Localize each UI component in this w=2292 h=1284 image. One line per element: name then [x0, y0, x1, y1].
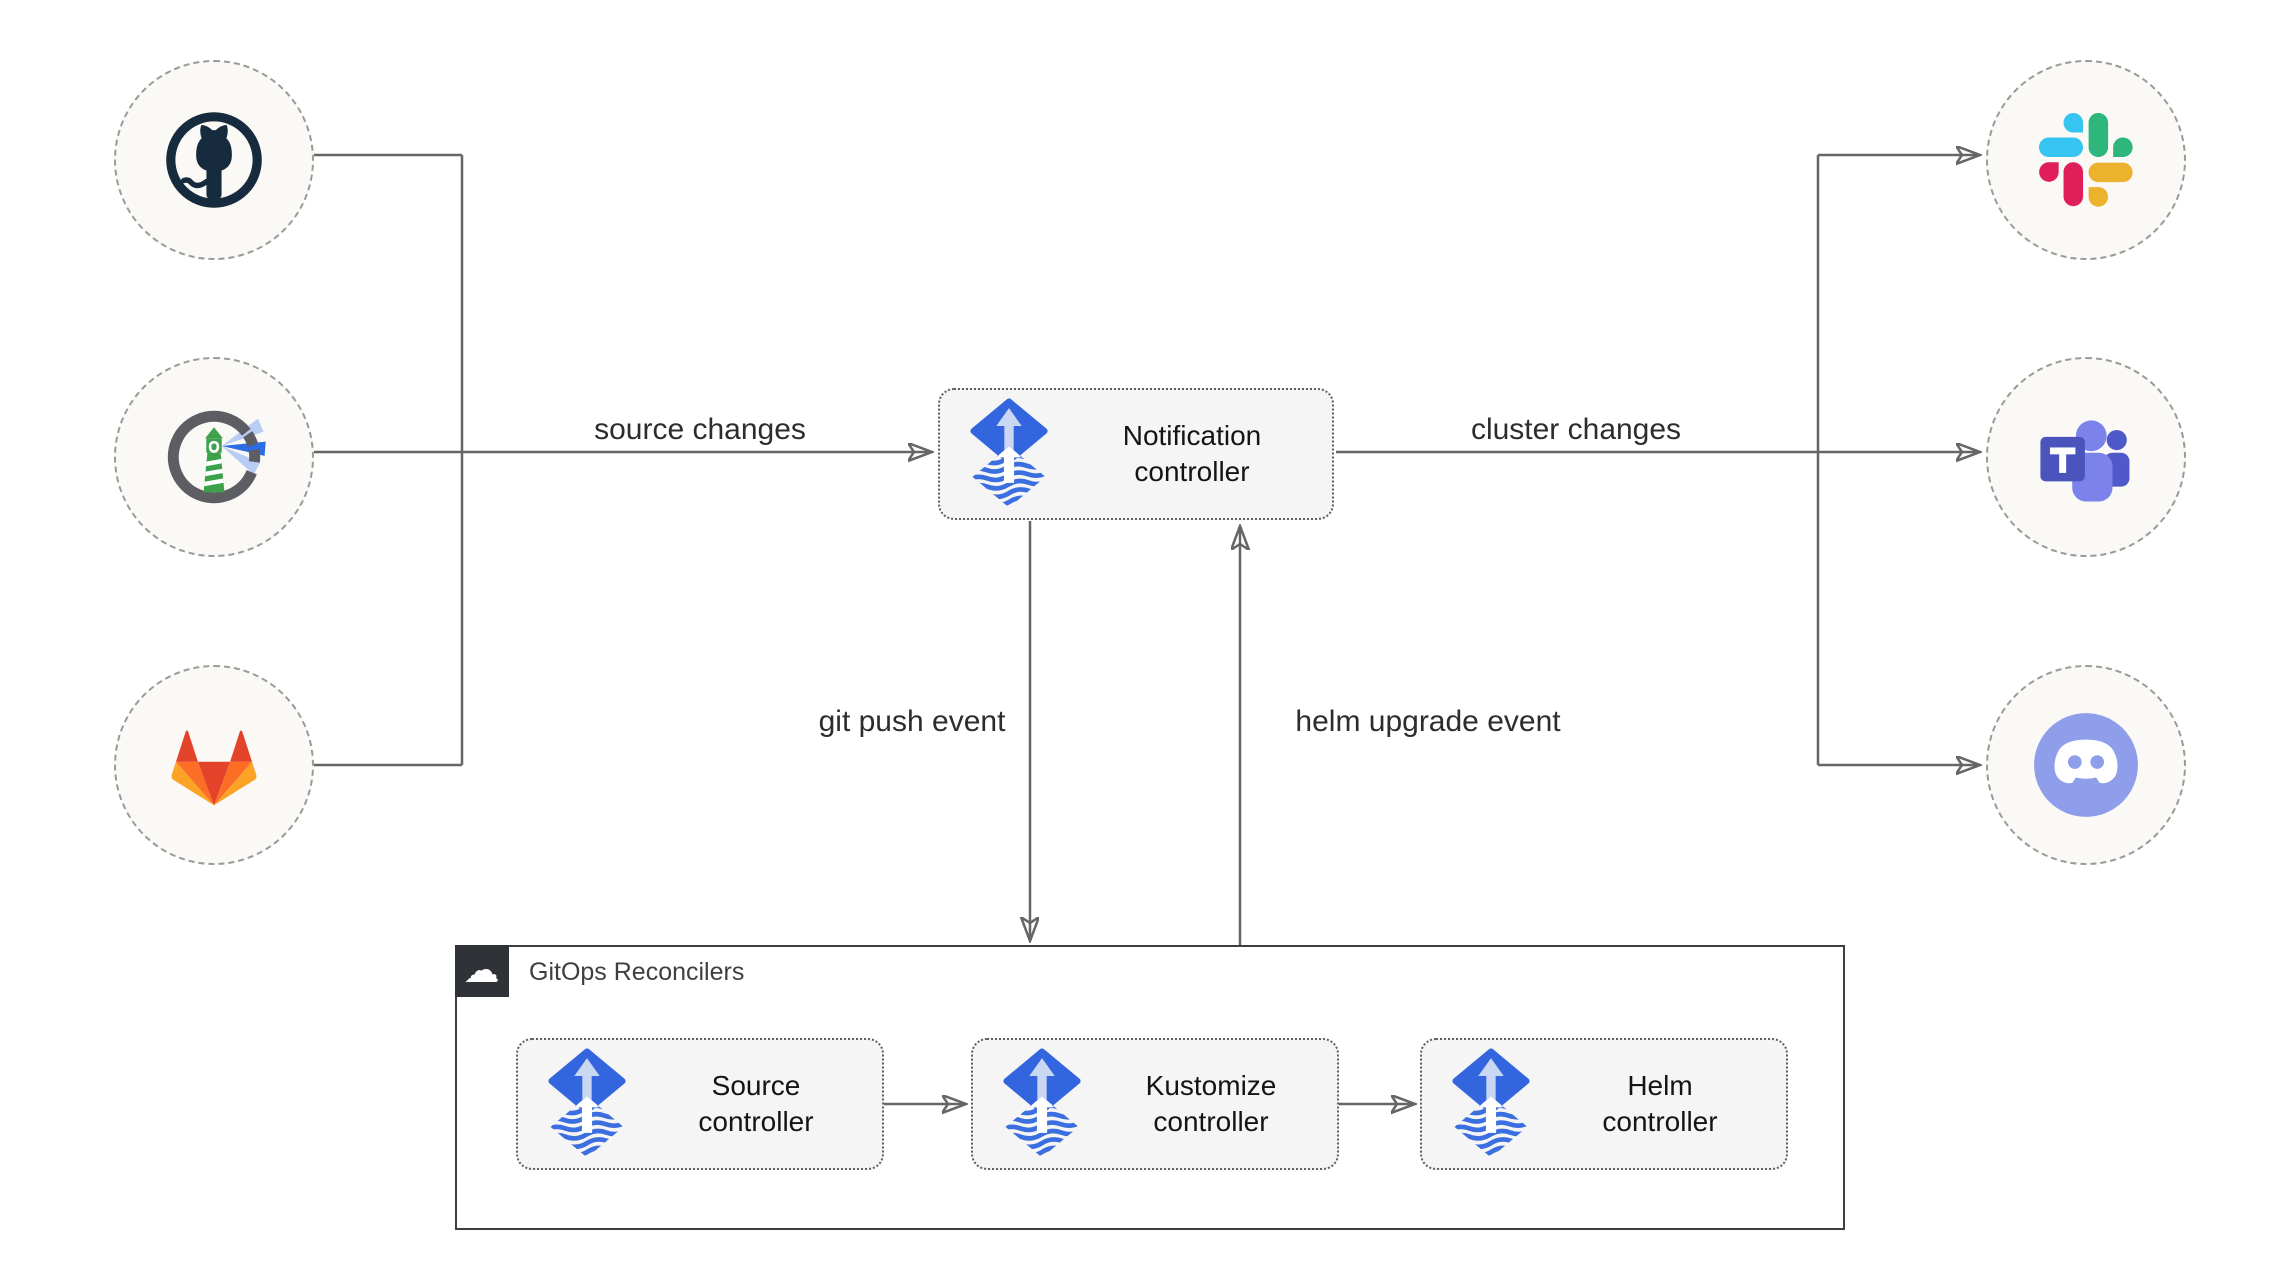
notification-controller-label: Notification controller [1052, 418, 1332, 490]
helm-controller-label: Helm controller [1534, 1068, 1786, 1140]
flux-icon [999, 1048, 1085, 1160]
discord-icon [2027, 706, 2145, 824]
gitlab-icon [156, 707, 272, 823]
target-node-teams [1986, 357, 2186, 557]
label-line2: controller [698, 1106, 814, 1137]
helm-controller-node: Helm controller [1420, 1038, 1788, 1170]
cloud-icon: ☁ [463, 949, 500, 991]
edge-label-cluster-changes: cluster changes [1464, 413, 1688, 447]
edge-label-source-changes: source changes [588, 413, 812, 447]
label-line2: controller [1134, 456, 1250, 487]
target-node-discord [1986, 665, 2186, 865]
source-node-github [114, 60, 314, 260]
container-badge: ☁ [454, 944, 509, 997]
edge-label-git-push-event: git push event [812, 705, 1012, 739]
label-line1: Kustomize [1145, 1070, 1277, 1102]
source-node-gitlab [114, 665, 314, 865]
flux-icon [966, 398, 1052, 510]
label-line1: Helm [1627, 1070, 1693, 1102]
source-controller-label: Source controller [630, 1068, 882, 1140]
kustomize-controller-label: Kustomize controller [1085, 1068, 1337, 1140]
kustomize-controller-node: Kustomize controller [971, 1038, 1339, 1170]
source-controller-node: Source controller [516, 1038, 884, 1170]
label-line1: Source [711, 1070, 801, 1102]
github-icon [160, 106, 268, 214]
label-line2: controller [1602, 1106, 1718, 1137]
notification-controller-node: Notification controller [938, 388, 1334, 520]
label-line1: Notification [1122, 420, 1262, 452]
flux-icon [1448, 1048, 1534, 1160]
edge-label-helm-upgrade-event: helm upgrade event [1289, 705, 1567, 739]
label-line2: controller [1153, 1106, 1269, 1137]
teams-icon [2033, 404, 2139, 510]
slack-icon [2039, 113, 2133, 207]
harbor-icon [159, 402, 269, 512]
gitops-reconcilers-container: ☁ GitOps Reconcilers [454, 944, 1845, 1230]
container-title: GitOps Reconcilers [529, 958, 745, 986]
source-node-harbor [114, 357, 314, 557]
flux-icon [544, 1048, 630, 1160]
target-node-slack [1986, 60, 2186, 260]
